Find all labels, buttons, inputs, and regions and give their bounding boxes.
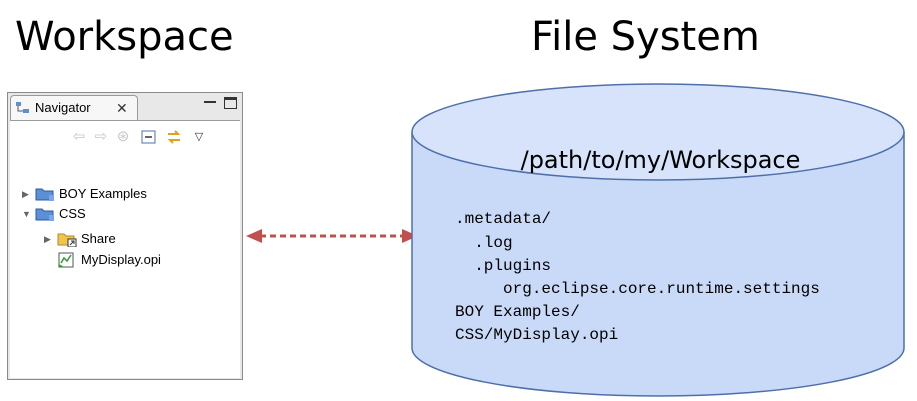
opi-file-icon	[58, 252, 74, 268]
collapse-all-icon[interactable]	[140, 128, 158, 146]
file-entry: .log	[455, 234, 513, 252]
back-arrow-icon[interactable]: ⇦	[72, 128, 86, 145]
navigator-view: Navigator ✕ ⇦ ⇨ ⊛ ▽ ▶ BOY Examples ▼	[7, 92, 243, 380]
close-icon[interactable]: ✕	[116, 100, 128, 116]
navigator-body: ⇦ ⇨ ⊛ ▽ ▶ BOY Examples ▼ CSS ▶	[10, 120, 240, 378]
tree-item-label: BOY Examples	[59, 186, 147, 201]
tree-item-label: CSS	[59, 206, 86, 221]
file-entry: CSS/MyDisplay.opi	[455, 326, 619, 344]
collapse-icon[interactable]: ▼	[22, 209, 31, 219]
bidirectional-arrow	[246, 229, 418, 243]
view-menu-icon[interactable]: ▽	[194, 131, 204, 143]
expand-icon[interactable]: ▶	[22, 189, 29, 199]
workspace-heading: Workspace	[15, 14, 234, 60]
file-entry: BOY Examples/	[455, 303, 580, 321]
navigator-icon	[16, 102, 29, 113]
workspace-path: /path/to/my/Workspace	[520, 146, 801, 174]
tree-item-label: MyDisplay.opi	[81, 252, 161, 267]
maximize-button[interactable]	[224, 97, 237, 109]
file-entry: .plugins	[455, 257, 552, 275]
file-entry: .metadata/	[455, 210, 552, 228]
file-system-cylinder	[411, 83, 905, 397]
linked-folder-icon	[57, 233, 77, 247]
forward-arrow-icon[interactable]: ⇨	[94, 128, 108, 145]
link-with-editor-icon[interactable]	[165, 128, 183, 146]
file-system-heading: File System	[531, 14, 760, 60]
folder-icon	[35, 188, 54, 201]
tab-navigator[interactable]: Navigator ✕	[10, 95, 138, 120]
folder-icon	[35, 208, 54, 221]
tab-label: Navigator	[35, 100, 91, 115]
minimize-button[interactable]	[204, 97, 217, 109]
up-icon[interactable]: ⊛	[116, 128, 130, 145]
file-entry: org.eclipse.core.runtime.settings	[455, 280, 820, 298]
tree-item-label: Share	[81, 231, 116, 246]
expand-icon[interactable]: ▶	[44, 234, 51, 244]
